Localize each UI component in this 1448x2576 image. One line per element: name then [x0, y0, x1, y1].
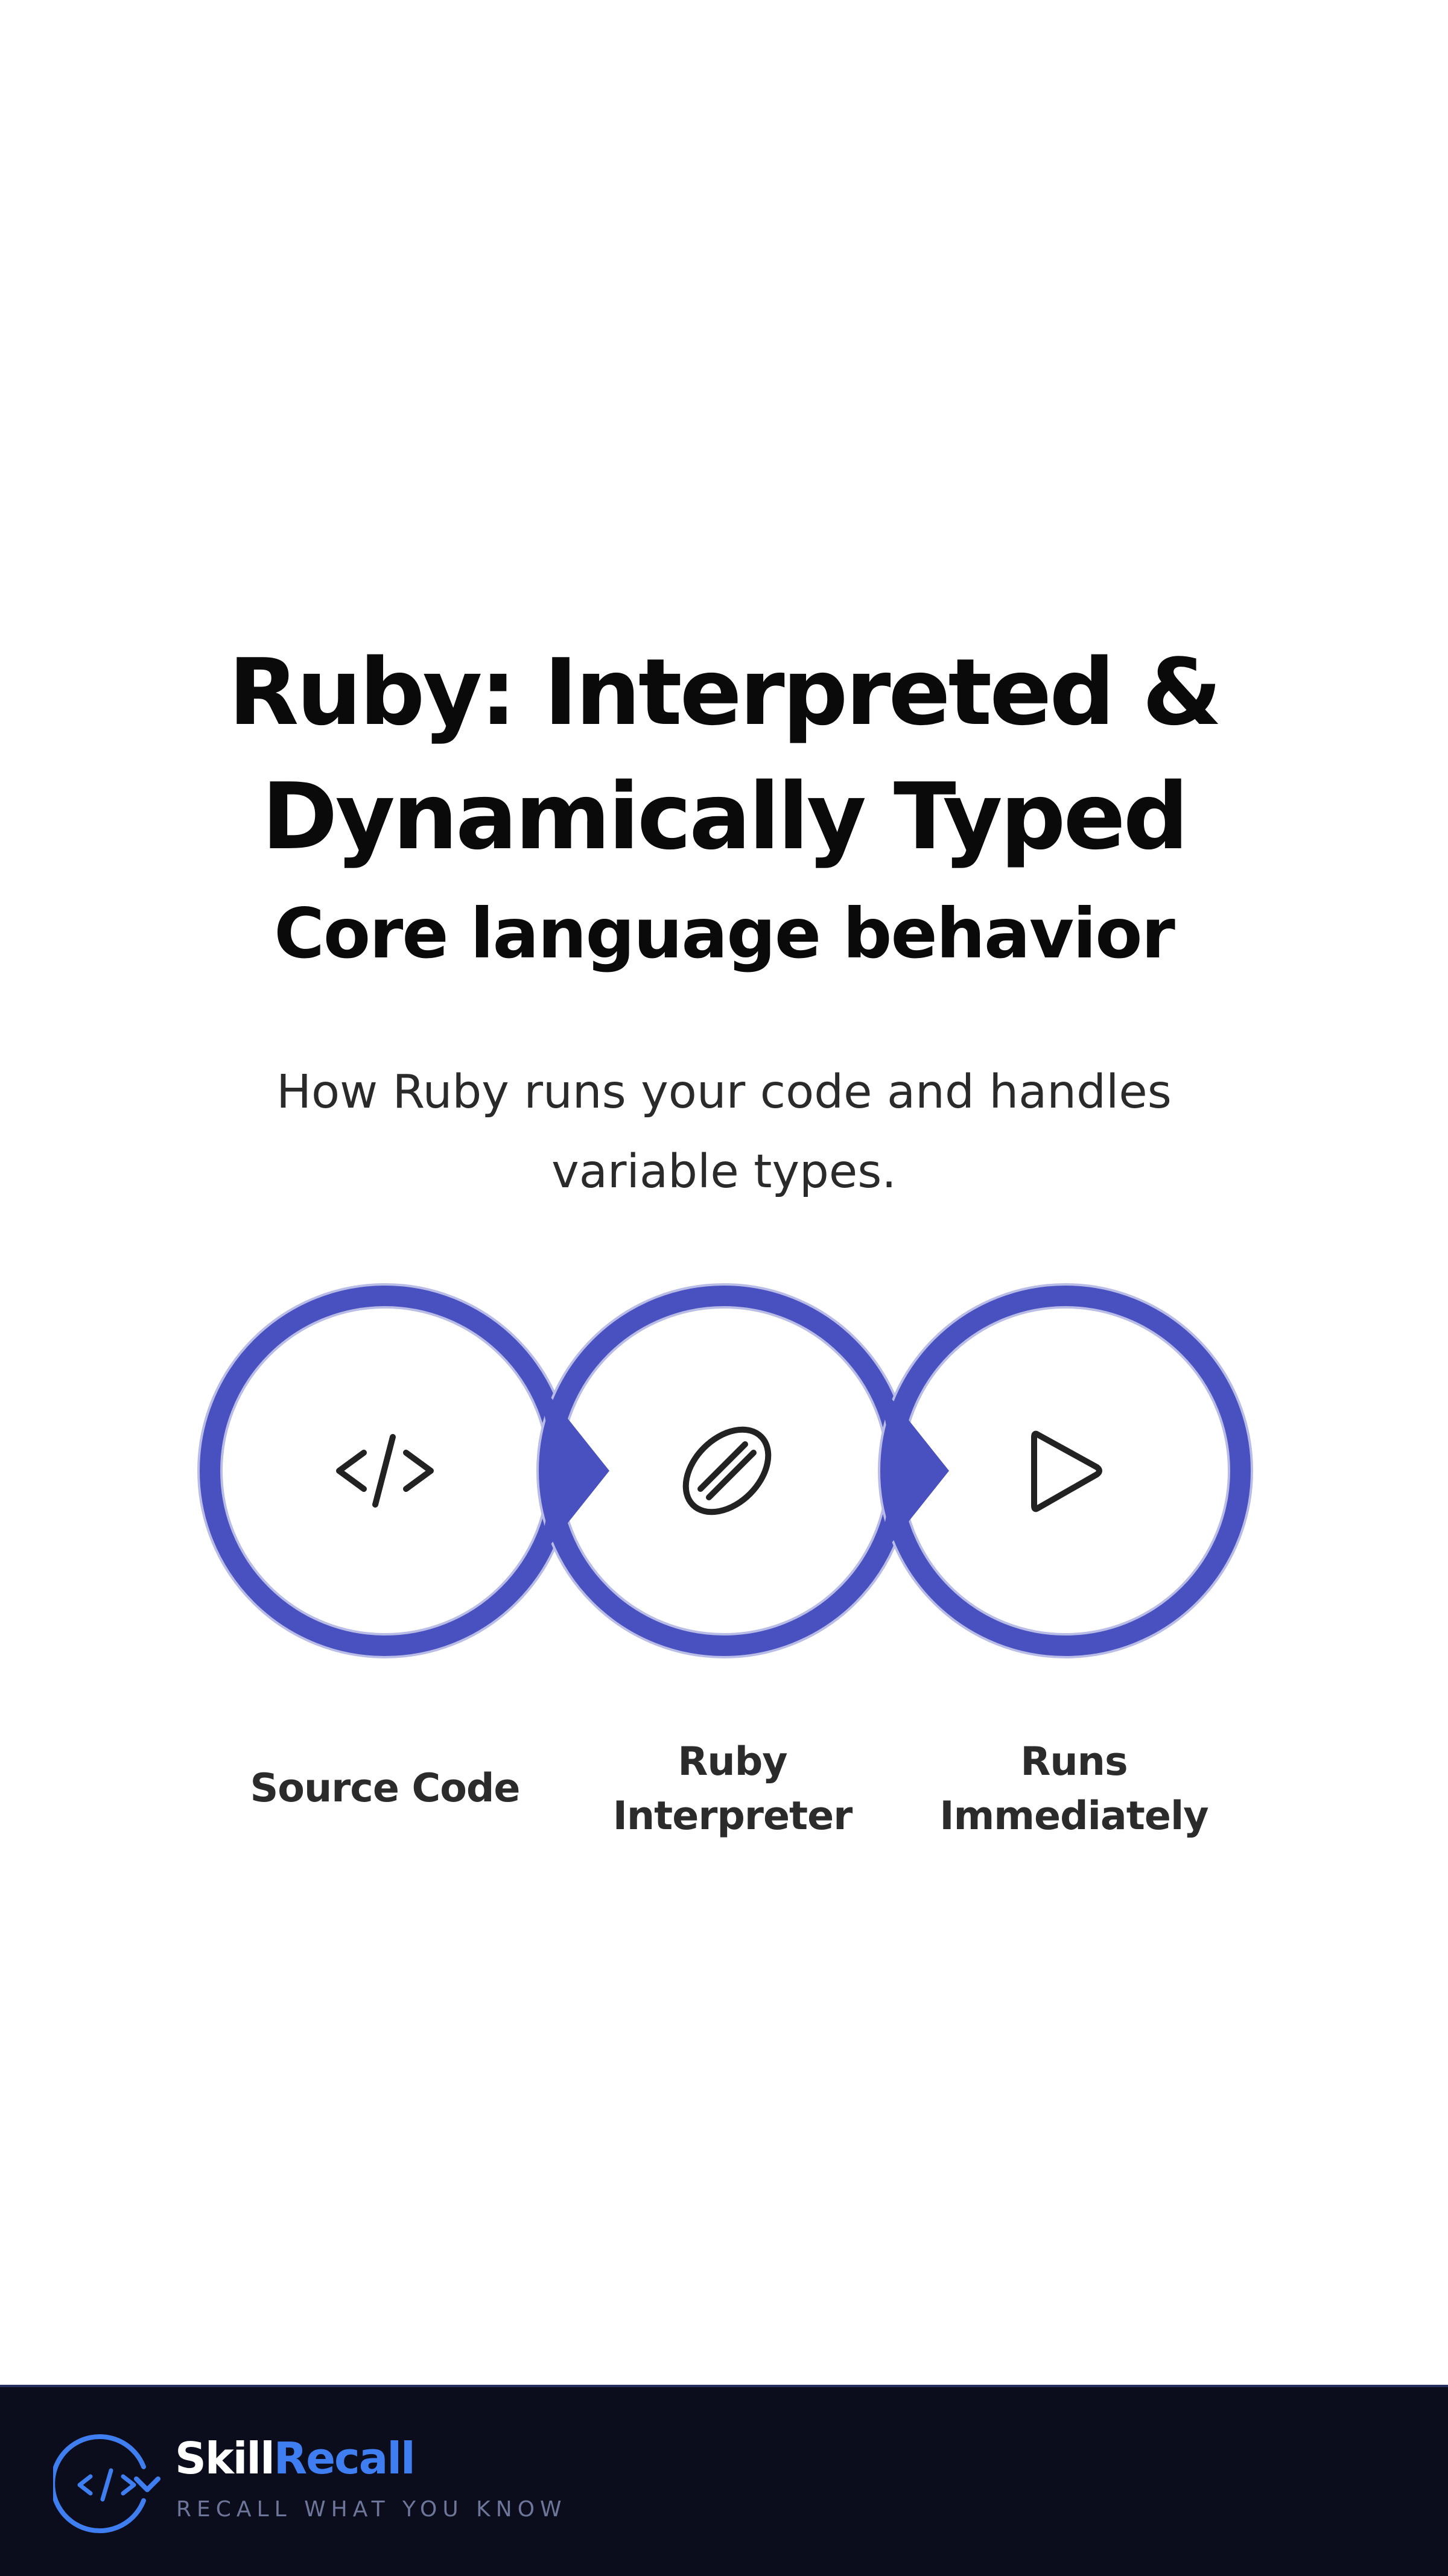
title-line-1: Ruby: Interpreted & [228, 639, 1222, 746]
step-ring-runs-immediately [878, 1283, 1253, 1658]
page-description: How Ruby runs your code and handles vari… [276, 1065, 1172, 1199]
code-circle-icon [53, 2434, 160, 2533]
flow-diagram-graphic [197, 1283, 1253, 1658]
step-label-runs-immediately-line1: Runs [1020, 1739, 1128, 1784]
brand-name-recall: Recall [273, 2433, 416, 2484]
code-icon [336, 1434, 434, 1508]
flow-diagram [0, 1279, 1448, 1665]
flow-arrow-2 [878, 1382, 949, 1560]
step-label-runs-immediately-line2: Immediately [939, 1794, 1208, 1839]
brand-name-skill: Skill [175, 2433, 275, 2484]
footer-bar: SkillRecall RECALL WHAT YOU KNOW [0, 2385, 1448, 2576]
play-icon [1031, 1430, 1102, 1512]
step-label-source-code: Source Code [234, 1762, 536, 1816]
brand-name: SkillRecall [175, 2428, 416, 2489]
page-title: Ruby: Interpreted & Dynamically Typed [0, 630, 1448, 879]
brand-tagline: RECALL WHAT YOU KNOW [176, 2497, 567, 2522]
page-subtitle: Core language behavior [274, 893, 1175, 974]
step-label-source-code-text: Source Code [250, 1766, 520, 1811]
title-line-2: Dynamically Typed [261, 763, 1189, 870]
step-label-ruby-interpreter-line2: Interpreter [612, 1794, 853, 1839]
step-label-ruby-interpreter-line1: Ruby [678, 1739, 787, 1784]
flow-arrow-1 [538, 1382, 609, 1560]
ruby-gem-icon [682, 1426, 772, 1515]
step-label-ruby-interpreter: Ruby Interpreter [582, 1735, 883, 1844]
step-label-runs-immediately: Runs Immediately [923, 1735, 1225, 1844]
